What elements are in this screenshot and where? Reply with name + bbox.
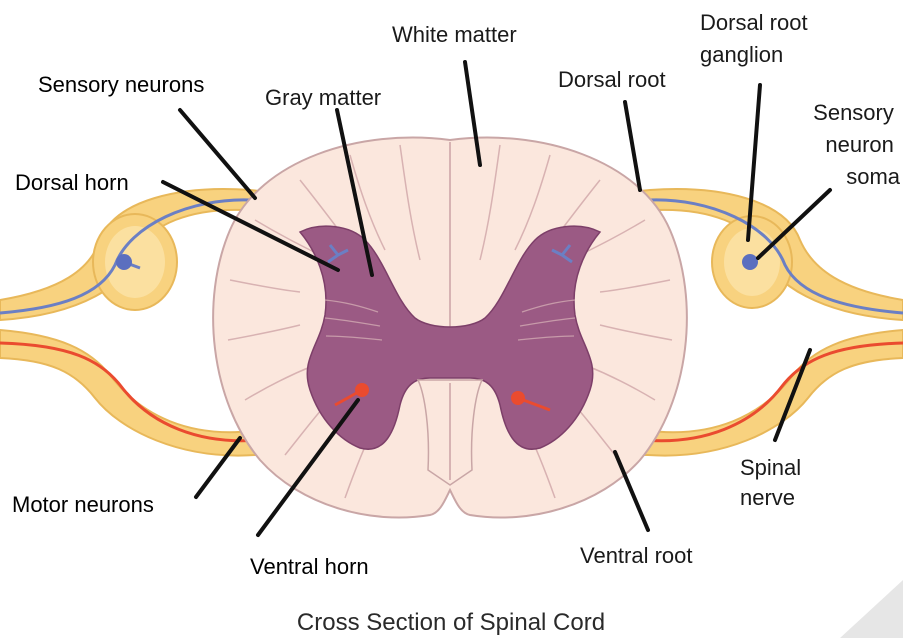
- label-motor-neurons: Motor neurons: [12, 492, 154, 517]
- label-dorsal-horn: Dorsal horn: [15, 170, 129, 195]
- leader-dorsal-root: [625, 102, 640, 190]
- label-sensory-neuron-soma: Sensory neuron soma: [813, 100, 901, 189]
- label-sensory-neurons: Sensory neurons: [38, 72, 204, 97]
- label-dorsal-root: Dorsal root: [558, 67, 666, 92]
- label-white-matter: White matter: [392, 22, 517, 47]
- label-dorsal-root-ganglion: Dorsal root ganglion: [700, 10, 814, 67]
- diagram-title: Cross Section of Spinal Cord: [297, 609, 605, 636]
- right-sensory-neuron-soma: [742, 254, 758, 270]
- leader-sensory-neurons: [180, 110, 255, 198]
- label-ventral-horn: Ventral horn: [250, 554, 369, 579]
- left-sensory-neuron-soma: [116, 254, 132, 270]
- label-ventral-root: Ventral root: [580, 543, 693, 568]
- label-gray-matter: Gray matter: [265, 85, 381, 110]
- page-corner-decoration: [840, 580, 903, 638]
- label-spinal-nerve: Spinal nerve: [740, 455, 807, 510]
